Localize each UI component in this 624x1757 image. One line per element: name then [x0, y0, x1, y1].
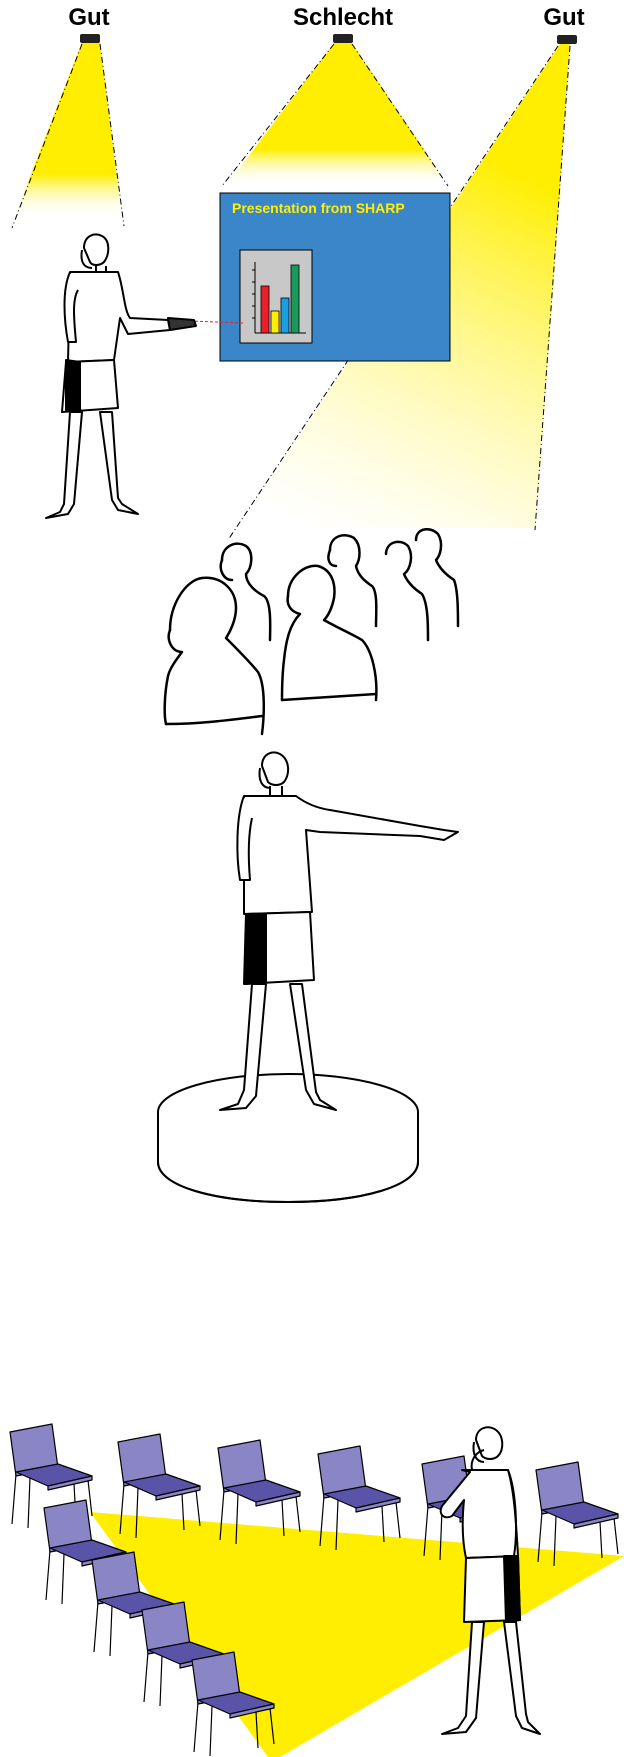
- audience-member: [386, 542, 428, 640]
- spotlight-lamp-icon: [557, 35, 577, 44]
- chart-bar-green: [291, 265, 299, 333]
- stage-platform: [158, 1074, 418, 1202]
- light-beam-left: [14, 42, 122, 218]
- chart-bar-blue: [281, 298, 289, 333]
- audience-member: [328, 535, 376, 626]
- chart-bar-red: [261, 286, 269, 333]
- spotlight-lamp-icon: [333, 34, 353, 43]
- slide-bar-chart: [240, 250, 312, 343]
- chart-bar-yellow: [271, 311, 279, 333]
- spotlight-lamp-icon: [80, 34, 100, 43]
- presenter-on-stage: [158, 753, 458, 1203]
- spotlight-center: [222, 34, 448, 186]
- presenter-with-remote: [46, 235, 196, 519]
- slide-title: Presentation from SHARP: [232, 200, 405, 216]
- audience-group: [165, 529, 458, 734]
- light-beam-center: [227, 43, 448, 185]
- projection-screen: Presentation from SHARP: [220, 193, 450, 361]
- spotlight-left: [12, 34, 124, 228]
